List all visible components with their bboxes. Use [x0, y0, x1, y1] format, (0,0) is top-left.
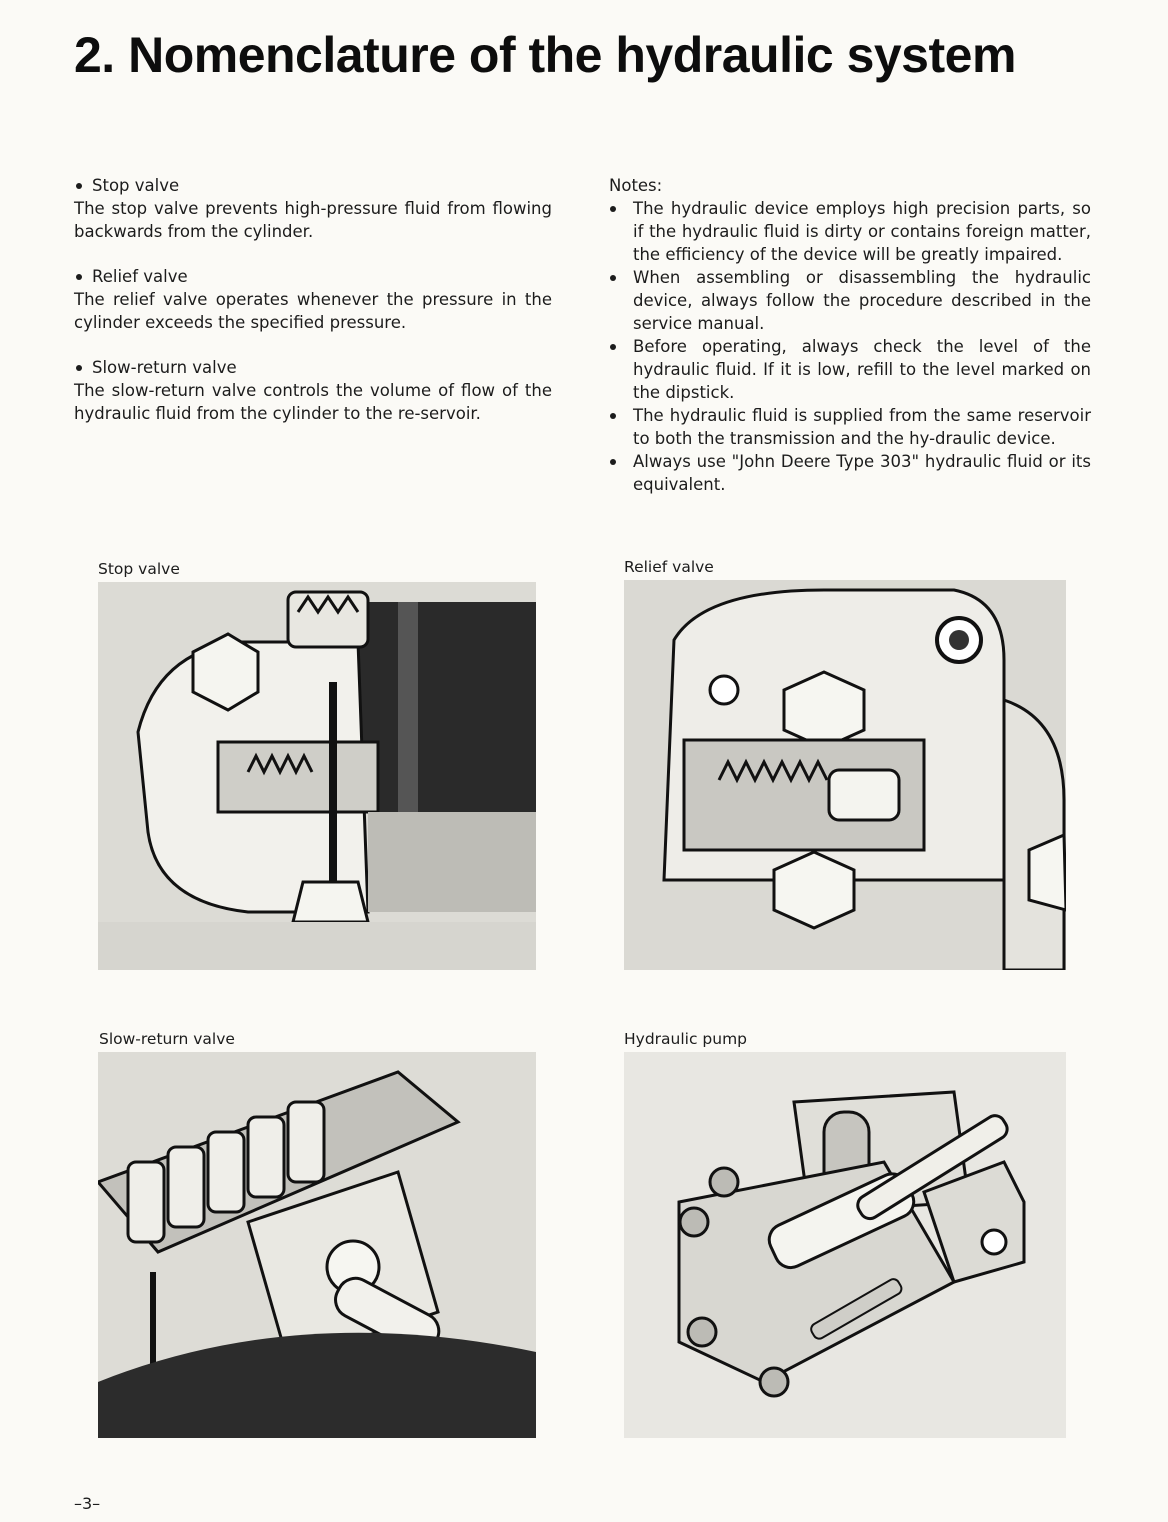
- note-item: Before operating, always check the level…: [609, 335, 1091, 404]
- page-number: –3–: [74, 1494, 101, 1513]
- note-item: The hydraulic fluid is supplied from the…: [609, 404, 1091, 450]
- bullet-icon: [76, 182, 82, 189]
- section-slow-return-valve: Slow-return valve The slow-return valve …: [74, 356, 552, 425]
- notes-column: Notes: The hydraulic device employs high…: [609, 174, 1091, 496]
- left-column: Stop valve The stop valve prevents high-…: [74, 174, 552, 447]
- bullet-icon: [610, 206, 616, 212]
- section-body: The slow-return valve controls the volum…: [74, 381, 552, 423]
- relief-valve-drawing: [624, 580, 1066, 970]
- figure-caption-relief-valve: Relief valve: [624, 558, 714, 576]
- page-title: 2. Nomenclature of the hydraulic system: [74, 27, 1016, 83]
- bullet-icon: [76, 273, 82, 280]
- notes-title: Notes:: [609, 176, 663, 195]
- section-body: The stop valve prevents high-pressure fl…: [74, 199, 552, 241]
- figure-caption-stop-valve: Stop valve: [98, 560, 180, 578]
- notes-list: The hydraulic device employs high precis…: [609, 197, 1091, 496]
- bullet-icon: [610, 413, 616, 419]
- note-item: Always use "John Deere Type 303" hydraul…: [609, 450, 1091, 496]
- slow-return-valve-drawing: [98, 1052, 536, 1438]
- stop-valve-drawing: [98, 582, 536, 970]
- note-item: When assembling or disassembling the hyd…: [609, 266, 1091, 335]
- bullet-icon: [76, 364, 82, 371]
- section-relief-valve: Relief valve The relief valve operates w…: [74, 265, 552, 334]
- hydraulic-pump-illustration: [624, 1052, 1066, 1438]
- section-heading: Stop valve: [92, 176, 180, 195]
- section-stop-valve: Stop valve The stop valve prevents high-…: [74, 174, 552, 243]
- relief-valve-illustration: [624, 580, 1066, 970]
- figure-caption-hydraulic-pump: Hydraulic pump: [624, 1030, 748, 1048]
- figure-caption-slow-return-valve: Slow-return valve: [99, 1030, 235, 1048]
- bullet-icon: [610, 459, 616, 465]
- bullet-icon: [610, 344, 616, 350]
- section-body: The relief valve operates whenever the p…: [74, 290, 552, 332]
- stop-valve-illustration: [98, 582, 536, 970]
- note-item: The hydraulic device employs high precis…: [609, 197, 1091, 266]
- bullet-icon: [610, 275, 616, 281]
- hydraulic-pump-drawing: [624, 1052, 1066, 1438]
- slow-return-valve-illustration: [98, 1052, 536, 1438]
- section-heading: Slow-return valve: [92, 358, 237, 377]
- section-heading: Relief valve: [92, 267, 188, 286]
